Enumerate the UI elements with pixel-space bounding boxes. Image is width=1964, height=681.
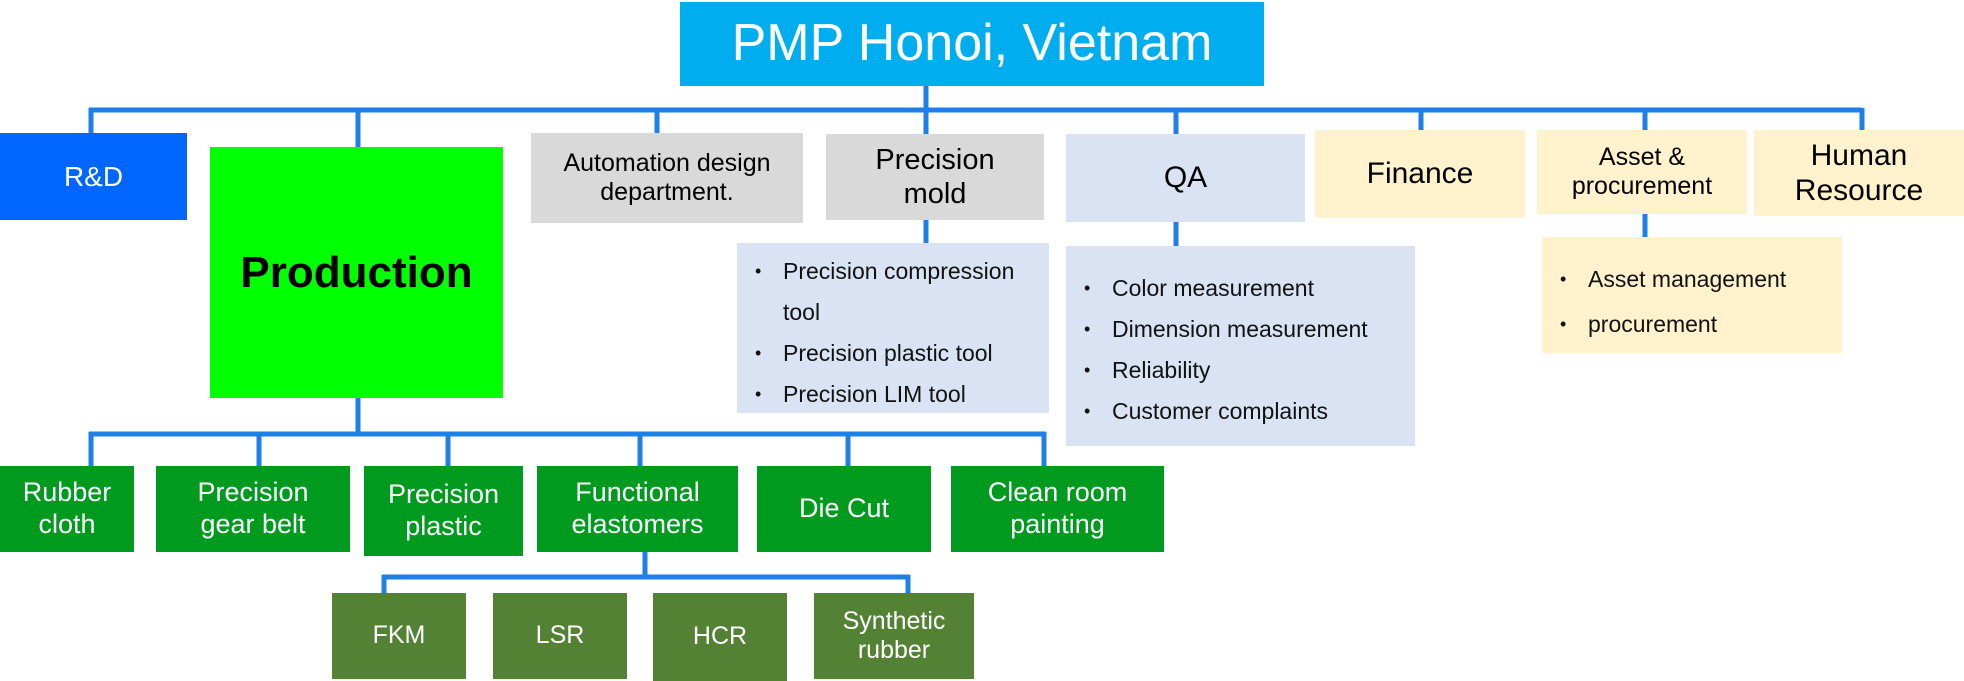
unit-precision-gear-belt: Precision gear belt <box>156 466 350 552</box>
org-title-text: PMP Honoi, Vietnam <box>731 14 1213 73</box>
precision-mold-list: Precision compression tool Precision pla… <box>737 243 1049 415</box>
elastomer-synthetic-rubber: Synthetic rubber <box>814 593 974 679</box>
dept-rd-label: R&D <box>63 160 124 192</box>
list-item: procurement <box>1560 302 1828 347</box>
dept-human-resource-label: Human Resource <box>1794 138 1924 207</box>
dept-automation-label: Automation design department. <box>563 148 771 207</box>
dept-rd: R&D <box>0 133 187 220</box>
unit-clean-room-painting: Clean room painting <box>951 466 1164 552</box>
unit-clean-room-painting-label: Clean room painting <box>987 477 1128 539</box>
dept-finance-label: Finance <box>1366 157 1474 191</box>
org-title: PMP Honoi, Vietnam <box>680 2 1264 86</box>
dept-precision-mold-label: Precision mold <box>875 143 995 210</box>
elastomer-synthetic-rubber-label: Synthetic rubber <box>842 606 946 665</box>
unit-rubber-cloth-label: Rubber cloth <box>22 477 112 539</box>
unit-die-cut: Die Cut <box>757 466 931 552</box>
asset-list: Asset management procurement <box>1542 237 1842 353</box>
elastomer-lsr: LSR <box>493 593 627 679</box>
list-item: Color measurement <box>1084 268 1401 309</box>
list-item: Reliability <box>1084 350 1401 391</box>
dept-precision-mold: Precision mold <box>826 134 1044 220</box>
unit-functional-elastomers: Functional elastomers <box>537 466 738 552</box>
dept-production-label: Production <box>240 247 473 297</box>
list-item: Precision compression tool <box>755 251 1035 333</box>
unit-precision-plastic: Precision plastic <box>364 466 523 556</box>
unit-precision-plastic-label: Precision plastic <box>387 479 500 541</box>
elastomer-hcr: HCR <box>653 593 787 681</box>
dept-finance: Finance <box>1315 130 1525 218</box>
dept-qa: QA <box>1066 134 1305 222</box>
unit-precision-gear-belt-label: Precision gear belt <box>197 477 309 539</box>
list-item: Precision LIM tool <box>755 374 1035 415</box>
dept-automation: Automation design department. <box>531 133 803 223</box>
elastomer-hcr-label: HCR <box>692 622 748 651</box>
qa-list: Color measurement Dimension measurement … <box>1066 246 1415 446</box>
elastomer-fkm: FKM <box>332 593 466 679</box>
list-item: Asset management <box>1560 257 1828 302</box>
dept-qa-label: QA <box>1163 161 1208 195</box>
dept-human-resource: Human Resource <box>1754 130 1964 216</box>
unit-die-cut-label: Die Cut <box>798 493 890 524</box>
dept-production: Production <box>210 147 503 398</box>
list-item: Customer complaints <box>1084 391 1401 432</box>
unit-functional-elastomers-label: Functional elastomers <box>571 477 704 539</box>
list-item: Dimension measurement <box>1084 309 1401 350</box>
unit-rubber-cloth: Rubber cloth <box>0 466 134 552</box>
dept-asset-procurement: Asset & procurement <box>1537 130 1747 214</box>
elastomer-fkm-label: FKM <box>372 621 426 650</box>
dept-asset-procurement-label: Asset & procurement <box>1571 142 1713 201</box>
list-item: Precision plastic tool <box>755 333 1035 374</box>
elastomer-lsr-label: LSR <box>535 621 585 650</box>
